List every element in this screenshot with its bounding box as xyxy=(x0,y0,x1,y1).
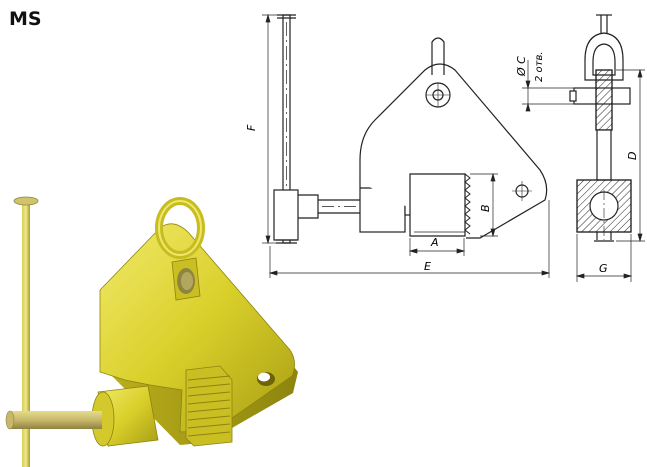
dim-label-G: G xyxy=(599,262,608,275)
clamp-3d-render xyxy=(5,196,298,467)
side-view-dimensions xyxy=(522,60,645,282)
dim-label-C: Ø C xyxy=(515,56,528,77)
model-code-label: MS xyxy=(9,8,42,30)
side-view xyxy=(569,14,632,242)
dim-label-A: A xyxy=(430,236,439,249)
dim-label-B: B xyxy=(479,204,492,212)
dim-label-E: E xyxy=(424,260,431,273)
dim-label-holes: 2 отв. xyxy=(534,51,545,82)
dim-label-D: D xyxy=(626,152,639,160)
front-view xyxy=(273,14,548,244)
dim-label-F: F xyxy=(245,124,258,131)
front-view-dimensions xyxy=(262,13,551,278)
